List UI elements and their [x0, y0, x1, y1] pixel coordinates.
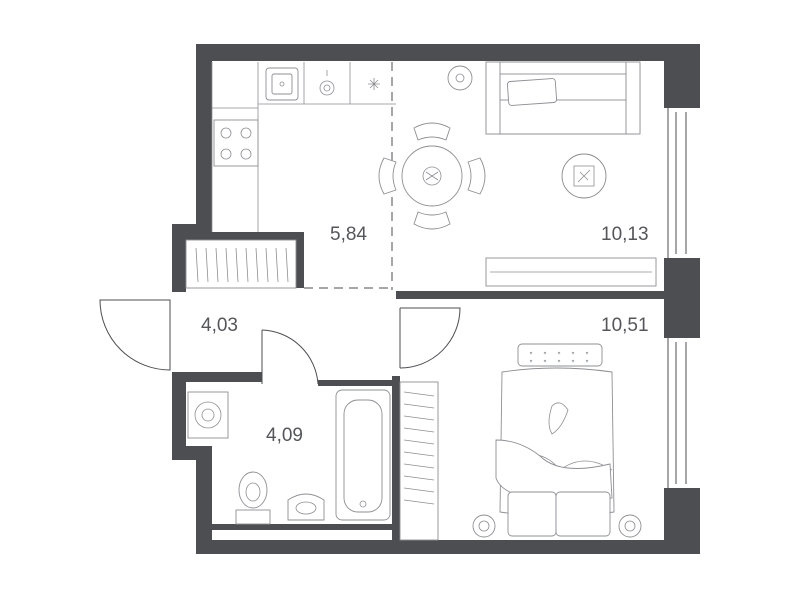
windows — [667, 108, 687, 488]
floor-lamp-icon — [447, 65, 473, 91]
bed-icon — [495, 367, 615, 537]
kitchen-counter — [211, 62, 396, 232]
doors — [99, 299, 461, 385]
walls — [172, 44, 700, 554]
nightstand-right-icon — [618, 514, 642, 538]
fridge-icon — [368, 78, 380, 90]
bedroom-area-label: 10,51 — [601, 315, 649, 336]
washbasin-icon — [287, 493, 325, 521]
bathroom-area-label: 4,09 — [266, 425, 303, 446]
plant-icon — [561, 153, 607, 199]
bathtub-icon — [335, 389, 391, 521]
nightstand-left-icon — [472, 514, 496, 538]
washing-machine-icon — [187, 391, 229, 439]
dishwasher-icon — [319, 70, 335, 96]
stove-icon — [213, 119, 259, 167]
tv-stand-icon — [485, 257, 657, 287]
radiator-icon — [517, 343, 603, 367]
sink-icon — [265, 67, 299, 101]
living-area-label: 10,13 — [601, 224, 649, 245]
hall-area-label: 4,03 — [201, 315, 238, 336]
bedroom-wardrobe-icon — [399, 381, 439, 541]
toilet-icon — [235, 471, 271, 525]
sofa-icon — [485, 61, 641, 135]
dining-table-icon — [378, 122, 486, 230]
kitchen-area-label: 5,84 — [330, 224, 367, 245]
hall-wardrobe-icon — [185, 239, 297, 289]
